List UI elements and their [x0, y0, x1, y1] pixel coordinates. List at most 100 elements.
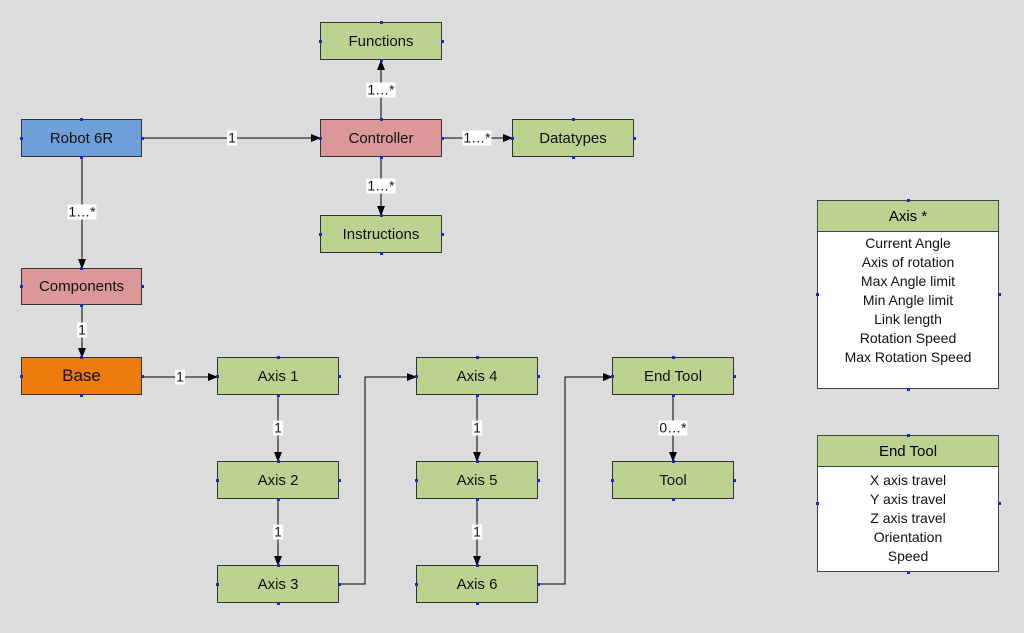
- connection-handle[interactable]: [537, 583, 540, 586]
- connection-handle[interactable]: [80, 394, 83, 397]
- axis-attribute: Min Angle limit: [862, 292, 954, 308]
- edge-label-axis2-axis3: 1: [273, 523, 283, 540]
- node-axis-4[interactable]: Axis 4: [416, 357, 538, 395]
- edge-label-controller-functions: 1…*: [366, 81, 396, 98]
- node-label: Controller: [348, 129, 414, 147]
- connection-handle[interactable]: [20, 375, 23, 378]
- node-base[interactable]: Base: [21, 357, 142, 395]
- node-functions[interactable]: Functions: [320, 22, 442, 60]
- connection-handle[interactable]: [672, 460, 675, 463]
- connection-handle[interactable]: [476, 498, 479, 501]
- connection-handle[interactable]: [537, 479, 540, 482]
- node-label: Datatypes: [539, 129, 607, 147]
- connection-handle[interactable]: [216, 479, 219, 482]
- connection-handle[interactable]: [20, 285, 23, 288]
- connection-handle[interactable]: [277, 460, 280, 463]
- connection-handle[interactable]: [338, 479, 341, 482]
- node-label: Axis 1: [257, 367, 299, 385]
- connection-handle[interactable]: [998, 293, 1001, 296]
- connection-handle[interactable]: [633, 137, 636, 140]
- connection-handle[interactable]: [476, 460, 479, 463]
- connection-handle[interactable]: [277, 498, 280, 501]
- connection-handle[interactable]: [319, 137, 322, 140]
- connection-handle[interactable]: [537, 375, 540, 378]
- edge-axis3-axis4: [339, 373, 417, 585]
- connection-handle[interactable]: [380, 252, 383, 255]
- connection-handle[interactable]: [141, 285, 144, 288]
- axis-attribute: Link length: [874, 311, 942, 327]
- connection-handle[interactable]: [141, 137, 144, 140]
- connection-handle[interactable]: [572, 118, 575, 121]
- connection-handle[interactable]: [672, 356, 675, 359]
- connection-handle[interactable]: [907, 388, 910, 391]
- node-axis-5[interactable]: Axis 5: [416, 461, 538, 499]
- node-instructions[interactable]: Instructions: [320, 215, 442, 253]
- end-tool-attribute: X axis travel: [869, 472, 947, 488]
- connection-handle[interactable]: [441, 40, 444, 43]
- node-components[interactable]: Components: [21, 268, 142, 305]
- node-axis-1[interactable]: Axis 1: [217, 357, 339, 395]
- connection-handle[interactable]: [338, 375, 341, 378]
- connection-handle[interactable]: [816, 293, 819, 296]
- connection-handle[interactable]: [476, 564, 479, 567]
- connection-handle[interactable]: [277, 602, 280, 605]
- connection-handle[interactable]: [380, 21, 383, 24]
- connection-handle[interactable]: [672, 394, 675, 397]
- node-end-tool[interactable]: End Tool: [612, 357, 734, 395]
- edge-label-components-base: 1: [77, 321, 87, 338]
- connection-handle[interactable]: [80, 304, 83, 307]
- connection-handle[interactable]: [380, 156, 383, 159]
- connection-handle[interactable]: [511, 137, 514, 140]
- connection-handle[interactable]: [80, 156, 83, 159]
- connection-handle[interactable]: [998, 502, 1001, 505]
- connection-handle[interactable]: [733, 375, 736, 378]
- connection-handle[interactable]: [441, 233, 444, 236]
- connection-handle[interactable]: [141, 375, 144, 378]
- connection-handle[interactable]: [277, 394, 280, 397]
- connection-handle[interactable]: [277, 356, 280, 359]
- connection-handle[interactable]: [80, 267, 83, 270]
- connection-handle[interactable]: [441, 137, 444, 140]
- axis-class-card[interactable]: Axis * Current Angle Axis of rotation Ma…: [817, 200, 999, 389]
- connection-handle[interactable]: [611, 479, 614, 482]
- connection-handle[interactable]: [319, 40, 322, 43]
- connection-handle[interactable]: [380, 214, 383, 217]
- node-axis-3[interactable]: Axis 3: [217, 565, 339, 603]
- connection-handle[interactable]: [380, 118, 383, 121]
- connection-handle[interactable]: [907, 571, 910, 574]
- connection-handle[interactable]: [733, 479, 736, 482]
- connection-handle[interactable]: [80, 118, 83, 121]
- node-datatypes[interactable]: Datatypes: [512, 119, 634, 157]
- node-tool[interactable]: Tool: [612, 461, 734, 499]
- node-label: End Tool: [643, 367, 703, 385]
- connection-handle[interactable]: [415, 375, 418, 378]
- connection-handle[interactable]: [476, 394, 479, 397]
- connection-handle[interactable]: [816, 502, 819, 505]
- node-label: Axis 2: [257, 471, 299, 489]
- connection-handle[interactable]: [319, 233, 322, 236]
- node-axis-2[interactable]: Axis 2: [217, 461, 339, 499]
- connection-handle[interactable]: [476, 602, 479, 605]
- connection-handle[interactable]: [338, 583, 341, 586]
- connection-handle[interactable]: [415, 583, 418, 586]
- connection-handle[interactable]: [80, 356, 83, 359]
- connection-handle[interactable]: [380, 59, 383, 62]
- node-axis-6[interactable]: Axis 6: [416, 565, 538, 603]
- connection-handle[interactable]: [415, 479, 418, 482]
- connection-handle[interactable]: [20, 137, 23, 140]
- end-tool-class-card[interactable]: End Tool X axis travel Y axis travel Z a…: [817, 435, 999, 572]
- connection-handle[interactable]: [216, 583, 219, 586]
- axis-attribute: Max Angle limit: [860, 273, 956, 289]
- node-robot-6r[interactable]: Robot 6R: [21, 119, 142, 157]
- connection-handle[interactable]: [476, 356, 479, 359]
- connection-handle[interactable]: [907, 434, 910, 437]
- node-label: Components: [38, 278, 125, 295]
- connection-handle[interactable]: [907, 199, 910, 202]
- connection-handle[interactable]: [672, 498, 675, 501]
- connection-handle[interactable]: [572, 156, 575, 159]
- connection-handle[interactable]: [611, 375, 614, 378]
- connection-handle[interactable]: [216, 375, 219, 378]
- node-controller[interactable]: Controller: [320, 119, 442, 157]
- connection-handle[interactable]: [277, 564, 280, 567]
- end-tool-class-title: End Tool: [818, 436, 998, 467]
